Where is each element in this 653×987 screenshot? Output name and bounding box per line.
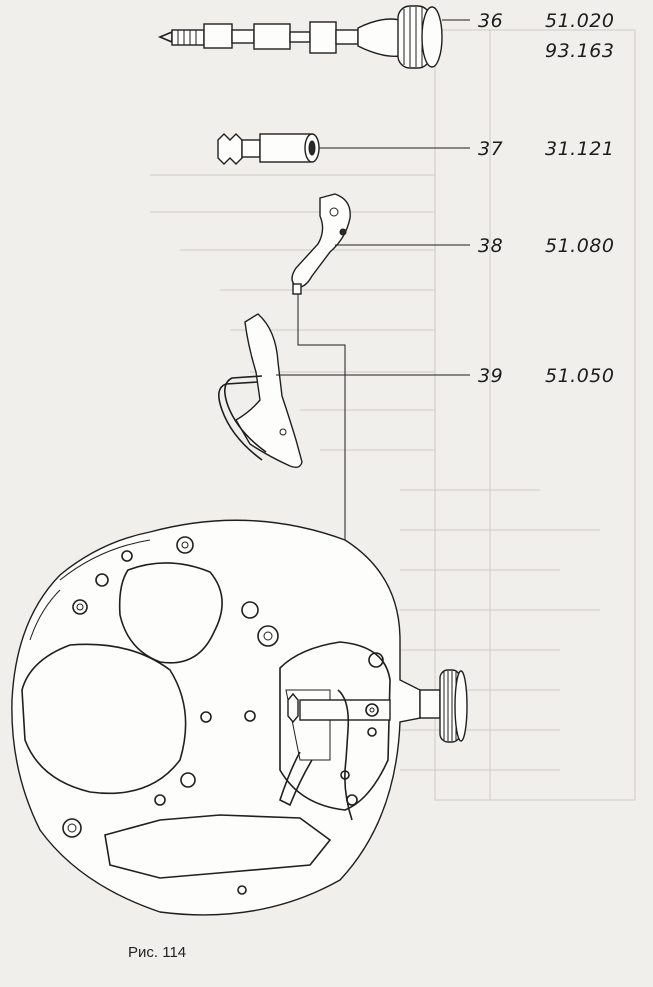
part-code-37: 31.121 xyxy=(545,138,615,160)
part-ref-39: 39 xyxy=(478,365,504,387)
part-ref-36: 36 xyxy=(478,10,504,32)
part-code-38: 51.080 xyxy=(545,235,615,257)
setting-lever-icon xyxy=(291,193,351,295)
part-ref-38: 38 xyxy=(478,235,504,257)
assembly-guide-line xyxy=(297,294,346,700)
yoke-icon xyxy=(218,313,303,469)
winding-stem-with-crown-icon xyxy=(157,5,443,69)
part-code-36b: 93.163 xyxy=(545,40,615,62)
figure-caption: Рис. 114 xyxy=(128,944,187,961)
bleed-through-table xyxy=(150,29,636,801)
part-ref-37: 37 xyxy=(478,138,504,160)
part-code-39: 51.050 xyxy=(545,365,615,387)
part-code-36a: 51.020 xyxy=(545,10,615,32)
clutch-wheel-icon xyxy=(217,133,320,165)
main-plate-icon xyxy=(11,519,468,916)
